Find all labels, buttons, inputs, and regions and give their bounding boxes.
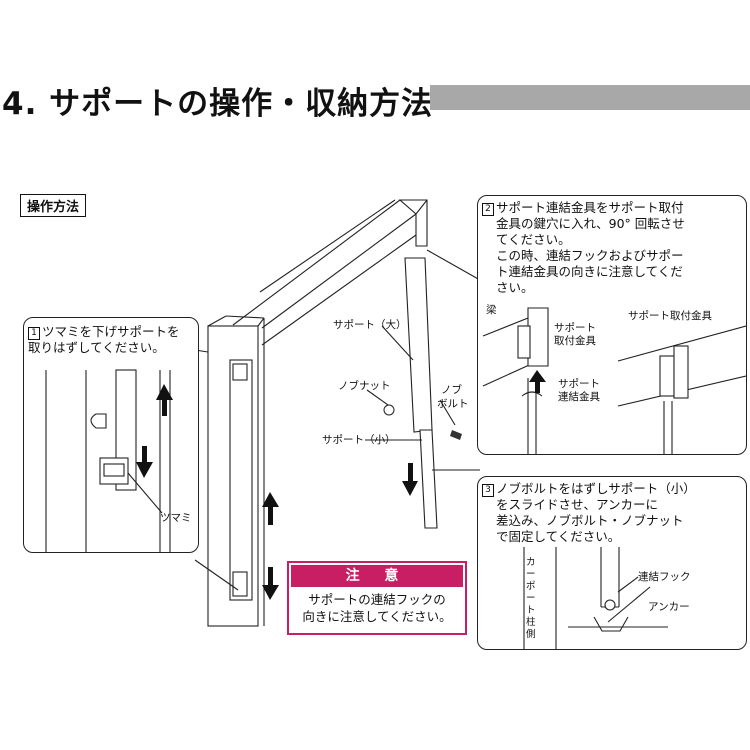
arrow-down-icon	[136, 446, 153, 478]
caution-heading: 注 意	[291, 565, 463, 587]
arrow-down-icon	[262, 567, 279, 600]
step2-line: この時、連結フックおよびサポー	[496, 248, 684, 263]
label-mount-b: 取付金具	[554, 335, 596, 347]
knob-nut	[383, 404, 395, 416]
step1-line: ツマミを下げサポートを	[42, 324, 180, 339]
beam-end	[398, 199, 428, 247]
support-large	[404, 257, 433, 433]
caution-box: 注 意 サポートの連結フックの 向きに注意してください。	[287, 561, 467, 635]
label-post-side: カーポート柱側	[526, 557, 536, 640]
step2-line: サポート連結金具をサポート取付	[496, 200, 684, 215]
label-knob-bolt-b: ボルト	[437, 398, 469, 410]
label-knob-bolt-a: ノブ	[441, 384, 462, 396]
stowed-support-clip	[232, 571, 248, 597]
post-edge	[207, 315, 227, 327]
beam-top-line	[259, 199, 396, 293]
beam-edge	[261, 213, 417, 329]
page-title: 4. サポートの操作・収納方法	[2, 86, 434, 122]
beam-edge	[415, 199, 428, 215]
operation-tag: 操作方法	[20, 194, 87, 217]
arrow-up-icon	[262, 492, 279, 525]
step1-line: 取りはずしてください。	[28, 340, 165, 355]
label-joint-b: 連結金具	[558, 391, 600, 403]
beam-edge	[261, 234, 417, 346]
step2-line: てください。	[496, 232, 571, 247]
step3-line: 差込み、ノブボルト・ノブナット	[496, 513, 684, 528]
label-mount-a: サポート	[554, 322, 596, 334]
label-support-small: サポート（小）	[322, 434, 396, 446]
step3-line: ノブボルトをはずしサポート（小）	[496, 481, 696, 496]
post-edge	[225, 315, 265, 319]
label-mount-c: サポート取付金具	[628, 310, 712, 322]
caution-line: 向きに注意してください。	[302, 609, 452, 624]
step3-line: で固定してください。	[496, 529, 621, 544]
label-knob: ツマミ	[160, 512, 192, 524]
support-small	[419, 429, 438, 529]
caution-line: サポートの連結フックの	[308, 592, 446, 607]
arrow-down-icon	[402, 463, 418, 496]
label-knob-nut: ノブナット	[338, 380, 391, 392]
label-beam: 梁	[486, 304, 497, 316]
beam-edge	[232, 199, 401, 326]
title-bar	[430, 85, 750, 110]
label-hook: 連結フック	[638, 571, 691, 583]
label-anchor: アンカー	[648, 601, 690, 613]
caution-body: サポートの連結フックの 向きに注意してください。	[289, 591, 465, 625]
post-edge	[257, 317, 265, 327]
arrow-up-icon	[156, 384, 173, 416]
step2-line: さい。	[496, 280, 534, 295]
stowed-support-clip	[232, 363, 248, 381]
step2-line: ト連結金具の向きに注意してくだ	[496, 264, 683, 279]
knob-bolt	[450, 430, 462, 440]
step2-line: 金具の鍵穴に入れ、90° 回転させ	[496, 216, 685, 231]
step3-line: をスライドさせ、アンカーに	[496, 497, 659, 512]
step1-illustration	[45, 369, 173, 552]
label-support-large: サポート（大）	[333, 319, 407, 331]
label-joint-a: サポート	[558, 378, 600, 390]
step2-illustration	[482, 307, 746, 454]
step3-illustration	[523, 547, 668, 649]
stowed-support	[229, 359, 253, 601]
arrow-up-icon	[529, 370, 546, 393]
